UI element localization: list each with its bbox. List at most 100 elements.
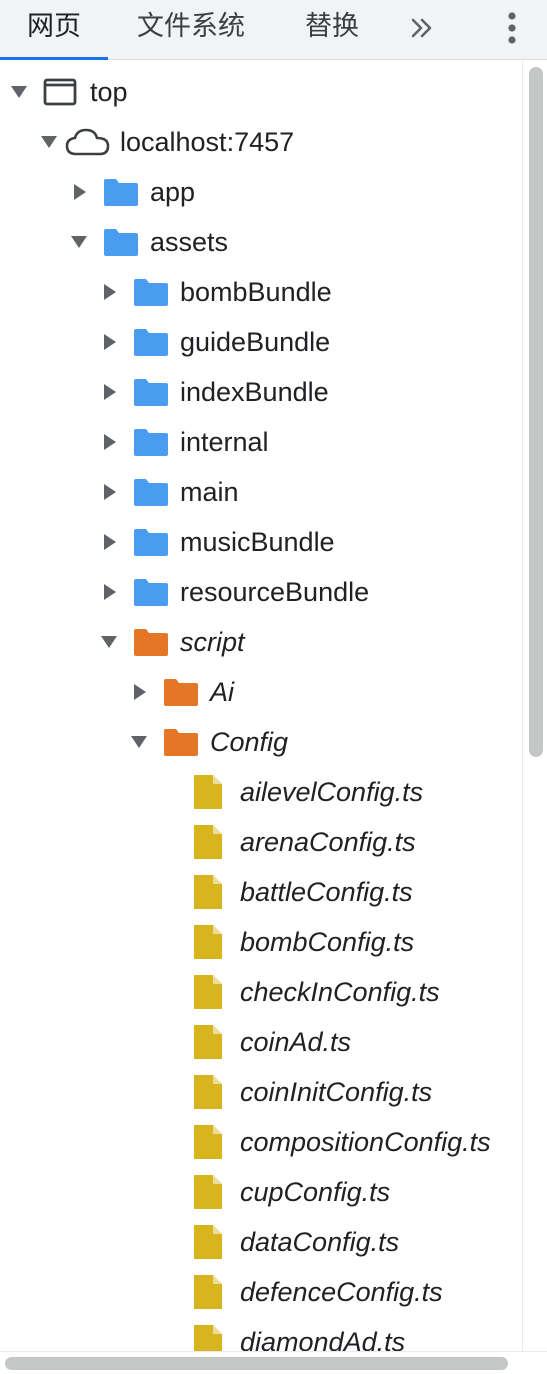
tree-item-label: bombConfig.ts — [240, 927, 415, 957]
tree-item-label: localhost:7457 — [120, 127, 295, 157]
tree-item-label: defenceConfig.ts — [240, 1277, 443, 1307]
folder-mapped-icon — [163, 727, 199, 762]
expand-arrow-right-icon[interactable] — [100, 334, 118, 350]
horizontal-scrollbar[interactable] — [0, 1351, 547, 1374]
tree-file-item[interactable]: coinInitConfig.ts — [0, 1067, 522, 1117]
tree-item-label: indexBundle — [180, 377, 329, 407]
expand-arrow-right-icon[interactable] — [100, 384, 118, 400]
tree-folder-item[interactable]: musicBundle — [0, 517, 522, 567]
tree-item-label: dataConfig.ts — [240, 1227, 400, 1257]
folder-mapped-icon — [163, 677, 199, 712]
tree-item-label: main — [180, 477, 239, 507]
expand-arrow-down-icon[interactable] — [40, 134, 58, 150]
tree-item-label: assets — [150, 227, 229, 257]
tree-item-label: bombBundle — [180, 277, 332, 307]
tree-item-label: ailevelConfig.ts — [240, 777, 424, 807]
tree-file-item[interactable]: dataConfig.ts — [0, 1217, 522, 1267]
file-icon — [193, 1324, 223, 1351]
tree-file-item[interactable]: ailevelConfig.ts — [0, 767, 522, 817]
tree-item-label: resourceBundle — [180, 577, 370, 607]
tree-folder-item[interactable]: script — [0, 617, 522, 667]
tree-item-label: guideBundle — [180, 327, 331, 357]
tab-page[interactable]: 网页 — [0, 0, 108, 60]
folder-icon — [133, 477, 169, 512]
expand-arrow-right-icon[interactable] — [100, 534, 118, 550]
tree-item-label: app — [150, 177, 196, 207]
tree-folder-item[interactable]: bombBundle — [0, 267, 522, 317]
tree-folder-item[interactable]: main — [0, 467, 522, 517]
tree-item-label: internal — [180, 427, 269, 457]
expand-arrow-down-icon[interactable] — [100, 634, 118, 650]
frame-icon — [43, 78, 77, 111]
file-icon — [193, 774, 223, 815]
tree-file-item[interactable]: bombConfig.ts — [0, 917, 522, 967]
file-tree: top localhost:7457 app assets bombBundle guid… — [0, 61, 522, 1351]
tree-item-label: arenaConfig.ts — [240, 827, 416, 857]
chevron-double-right-icon[interactable] — [400, 0, 444, 56]
file-icon — [193, 1024, 223, 1065]
tree-file-item[interactable]: arenaConfig.ts — [0, 817, 522, 867]
tree-item-label: script — [180, 627, 245, 657]
tab-filesystem[interactable]: 文件系统 — [137, 11, 245, 41]
tab-overrides[interactable]: 替换 — [305, 11, 359, 41]
tree-file-item[interactable]: diamondAd.ts — [0, 1317, 522, 1351]
tree-folder-item[interactable]: assets — [0, 217, 522, 267]
folder-icon — [133, 427, 169, 462]
tree-file-item[interactable]: battleConfig.ts — [0, 867, 522, 917]
folder-icon — [133, 577, 169, 612]
tree-item-label: Config — [210, 727, 289, 757]
file-icon — [193, 1224, 223, 1265]
tree-folder-item[interactable]: guideBundle — [0, 317, 522, 367]
tree-file-item[interactable]: cupConfig.ts — [0, 1167, 522, 1217]
file-icon — [193, 924, 223, 965]
tree-item-label: battleConfig.ts — [240, 877, 413, 907]
tree-file-item[interactable]: coinAd.ts — [0, 1017, 522, 1067]
folder-icon — [103, 227, 139, 262]
tree-file-item[interactable]: checkInConfig.ts — [0, 967, 522, 1017]
tab-bar: 网页 文件系统 替换 — [0, 0, 547, 60]
expand-arrow-right-icon[interactable] — [130, 684, 148, 700]
tree-item-label: top — [90, 77, 128, 107]
tree-item-label: Ai — [210, 677, 235, 707]
tree-folder-item[interactable]: indexBundle — [0, 367, 522, 417]
folder-mapped-icon — [133, 627, 169, 662]
expand-arrow-down-icon[interactable] — [10, 84, 28, 100]
tree-folder-item[interactable]: app — [0, 167, 522, 217]
file-icon — [193, 1174, 223, 1215]
file-icon — [193, 874, 223, 915]
expand-arrow-down-icon[interactable] — [70, 234, 88, 250]
file-icon — [193, 1074, 223, 1115]
more-vertical-icon[interactable] — [494, 0, 530, 56]
expand-arrow-right-icon[interactable] — [100, 434, 118, 450]
tree-folder-item[interactable]: internal — [0, 417, 522, 467]
tree-folder-item[interactable]: top — [0, 67, 522, 117]
expand-arrow-right-icon[interactable] — [100, 584, 118, 600]
expand-arrow-right-icon[interactable] — [100, 484, 118, 500]
folder-icon — [133, 277, 169, 312]
tree-item-label: diamondAd.ts — [240, 1327, 406, 1351]
folder-icon — [133, 527, 169, 562]
folder-icon — [133, 377, 169, 412]
tree-item-label: coinAd.ts — [240, 1027, 352, 1057]
file-icon — [193, 824, 223, 865]
tree-folder-item[interactable]: resourceBundle — [0, 567, 522, 617]
cloud-icon — [65, 127, 111, 162]
file-icon — [193, 974, 223, 1015]
file-icon — [193, 1124, 223, 1165]
folder-icon — [103, 177, 139, 212]
vertical-scrollbar-thumb[interactable] — [529, 67, 543, 757]
tree-item-label: checkInConfig.ts — [240, 977, 440, 1007]
vertical-scrollbar[interactable] — [522, 61, 547, 1351]
tree-folder-item[interactable]: localhost:7457 — [0, 117, 522, 167]
tree-folder-item[interactable]: Ai — [0, 667, 522, 717]
folder-icon — [133, 327, 169, 362]
tree-file-item[interactable]: defenceConfig.ts — [0, 1267, 522, 1317]
expand-arrow-right-icon[interactable] — [100, 284, 118, 300]
horizontal-scrollbar-thumb[interactable] — [5, 1357, 508, 1370]
expand-arrow-down-icon[interactable] — [130, 734, 148, 750]
file-icon — [193, 1274, 223, 1315]
tree-item-label: compositionConfig.ts — [240, 1127, 491, 1157]
expand-arrow-right-icon[interactable] — [70, 184, 88, 200]
tree-folder-item[interactable]: Config — [0, 717, 522, 767]
tree-file-item[interactable]: compositionConfig.ts — [0, 1117, 522, 1167]
